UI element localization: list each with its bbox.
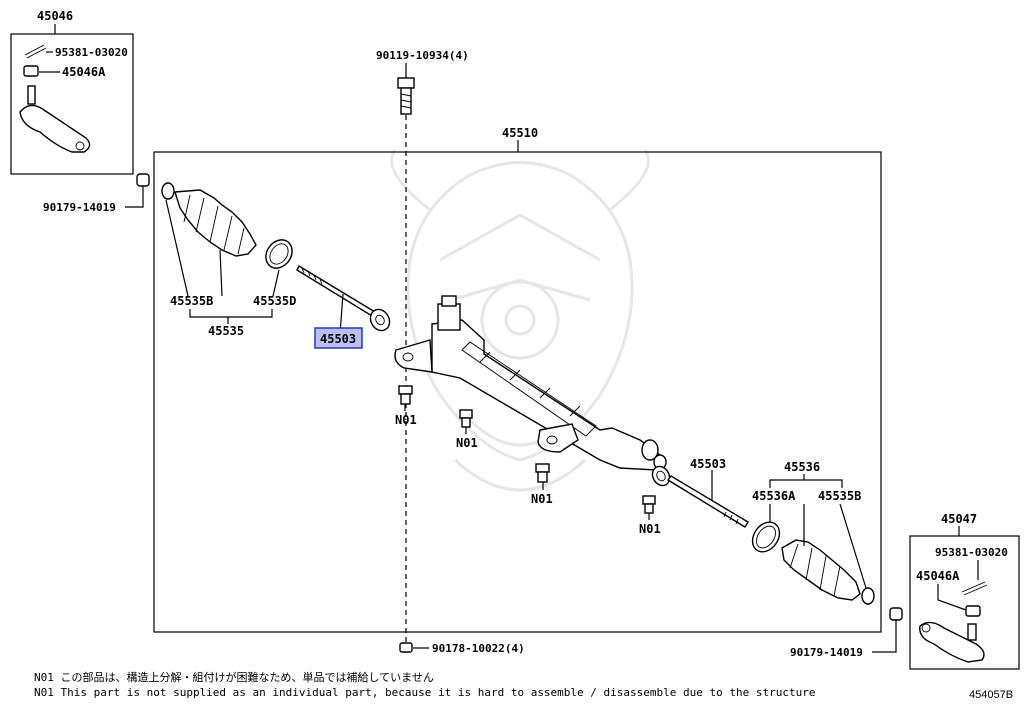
clamp-45536a[interactable] bbox=[747, 517, 785, 557]
label-45536a: 45536A bbox=[752, 489, 796, 503]
label-45046: 45046 bbox=[37, 9, 73, 23]
boot-45535-left[interactable] bbox=[174, 189, 257, 257]
label-45535b-right: 45535B bbox=[818, 489, 861, 503]
label-90119-10934: 90119-10934(4) bbox=[376, 49, 469, 62]
clamp-45535b-right[interactable] bbox=[861, 587, 875, 605]
label-n01-c: N01 bbox=[531, 492, 553, 506]
tie-rod-end-right[interactable] bbox=[919, 621, 985, 663]
note-en: N01 This part is not supplied as an indi… bbox=[34, 686, 815, 699]
label-45046a-right: 45046A bbox=[916, 569, 960, 583]
label-45535d: 45535D bbox=[253, 294, 296, 308]
label-n01-d: N01 bbox=[639, 522, 661, 536]
boot-45536-right[interactable] bbox=[781, 539, 861, 601]
figure-code: 454057B bbox=[969, 689, 1013, 701]
rack-frame bbox=[153, 140, 882, 633]
note-jp: N01 この部品は、構造上分解・組付けが困難なため、単品では補給していません bbox=[34, 670, 434, 684]
label-45047: 45047 bbox=[941, 512, 977, 526]
nut-90179-left[interactable] bbox=[136, 173, 150, 187]
label-45046a-left: 45046A bbox=[62, 65, 106, 79]
cotter-pin-right[interactable] bbox=[961, 581, 988, 596]
bolt-90119[interactable] bbox=[397, 77, 415, 115]
clamp-45535b-left[interactable] bbox=[161, 182, 175, 200]
bushing-n01-a[interactable] bbox=[398, 385, 413, 405]
highlight-45503[interactable] bbox=[314, 327, 363, 349]
label-45503-right: 45503 bbox=[690, 457, 726, 471]
label-95381-left: 95381-03020 bbox=[55, 46, 128, 59]
nut-90179-right[interactable] bbox=[889, 607, 903, 621]
label-45535b-left: 45535B bbox=[170, 294, 213, 308]
box-45046 bbox=[10, 33, 134, 175]
castle-nut-left[interactable] bbox=[23, 65, 39, 77]
label-90179-right: 90179-14019 bbox=[790, 646, 863, 659]
label-90179-left: 90179-14019 bbox=[43, 201, 116, 214]
bushing-n01-c[interactable] bbox=[535, 463, 550, 483]
label-45535: 45535 bbox=[208, 324, 244, 338]
label-90178-10022: 90178-10022(4) bbox=[432, 642, 525, 655]
label-n01-a: N01 bbox=[395, 413, 417, 427]
box-45047 bbox=[909, 535, 1020, 670]
tie-rod-45503-left[interactable] bbox=[296, 265, 393, 334]
bushing-n01-d[interactable] bbox=[642, 495, 656, 514]
rack-housing[interactable] bbox=[394, 295, 667, 471]
label-45510: 45510 bbox=[502, 126, 538, 140]
label-n01-b: N01 bbox=[456, 436, 478, 450]
tie-rod-end-left[interactable] bbox=[19, 85, 91, 153]
castle-nut-right[interactable] bbox=[965, 605, 981, 617]
label-45536: 45536 bbox=[784, 460, 820, 474]
nut-90178[interactable] bbox=[399, 642, 413, 653]
bushing-n01-b[interactable] bbox=[459, 409, 473, 428]
label-45503-left: 45503 bbox=[320, 332, 356, 346]
clamp-45535d[interactable] bbox=[261, 235, 298, 273]
label-95381-right: 95381-03020 bbox=[935, 546, 1008, 559]
tie-rod-45503-right[interactable] bbox=[649, 463, 749, 528]
cotter-pin-left[interactable] bbox=[24, 44, 47, 59]
